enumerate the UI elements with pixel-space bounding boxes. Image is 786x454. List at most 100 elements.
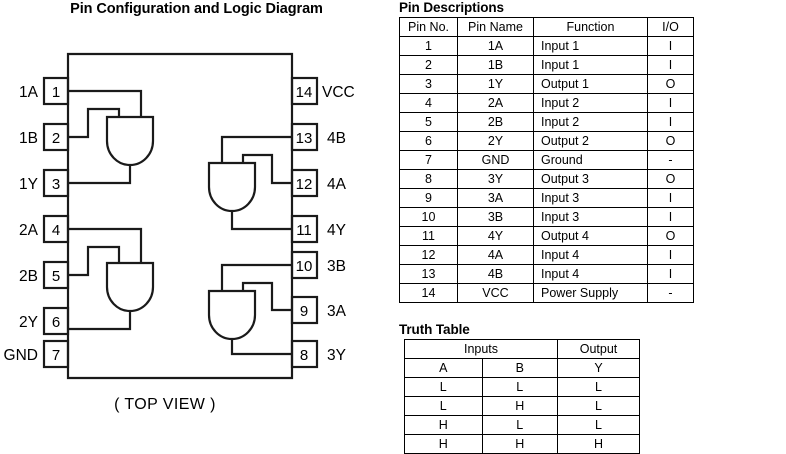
pin-name-2B: 2B: [19, 268, 38, 285]
wire-pin12-to-gate4: [241, 153, 292, 185]
wire-pin1-to-gate1: [68, 89, 143, 117]
cell-pin-name: 1B: [457, 55, 534, 75]
cell-output-y: L: [557, 415, 640, 435]
pin-name-4A: 4A: [327, 176, 347, 193]
truth-table-title: Truth Table: [399, 322, 470, 337]
cell-pin-no: 8: [399, 169, 458, 189]
table-row: 14 VCC Power Supply -: [399, 283, 694, 303]
cell-input-a: H: [404, 434, 483, 454]
cell-pin-name: 4Y: [457, 226, 534, 246]
wire-pin13-to-gate4: [220, 135, 292, 163]
pin-number-3: 3: [52, 176, 60, 193]
group-header-inputs: Inputs: [404, 339, 558, 359]
table-row: 2 1B Input 1 I: [399, 55, 694, 75]
cell-function: Input 1: [533, 36, 648, 56]
wire-pin5-to-gate2: [68, 245, 121, 277]
column-header-pin-no: Pin No.: [399, 17, 458, 37]
table-row: H H H: [404, 434, 640, 454]
pin-name-3A: 3A: [327, 303, 347, 320]
cell-io: I: [647, 36, 694, 56]
cell-input-b: L: [481, 377, 558, 397]
pin-name-4Y: 4Y: [327, 222, 346, 239]
table-row: 10 3B Input 3 I: [399, 207, 694, 227]
and-gate-1-body: [105, 115, 155, 167]
cell-pin-name: 3A: [457, 188, 534, 208]
cell-function: Input 4: [533, 245, 648, 265]
pin-box-6: [42, 306, 70, 336]
cell-output-y: L: [557, 396, 640, 416]
cell-input-b: H: [481, 434, 558, 454]
table-row: 3 1Y Output 1 O: [399, 74, 694, 94]
cell-io: I: [647, 245, 694, 265]
cell-io: I: [647, 93, 694, 113]
cell-io: O: [647, 226, 694, 246]
cell-function: Ground: [533, 150, 648, 170]
pin-number-14: 14: [296, 84, 313, 101]
cell-pin-no: 4: [399, 93, 458, 113]
cell-pin-no: 10: [399, 207, 458, 227]
cell-function: Output 4: [533, 226, 648, 246]
diagram-title: Pin Configuration and Logic Diagram: [70, 1, 323, 17]
cell-pin-name: 4B: [457, 264, 534, 284]
cell-pin-name: 2A: [457, 93, 534, 113]
cell-output-y: L: [557, 377, 640, 397]
wire-gate1-to-pin3: [68, 165, 132, 185]
cell-pin-no: 5: [399, 112, 458, 132]
pin-configuration-panel: Pin Configuration and Logic Diagram: [0, 0, 393, 452]
pin-number-5: 5: [52, 268, 60, 285]
cell-io: O: [647, 131, 694, 151]
pin-name-4B: 4B: [327, 130, 346, 147]
cell-function: Input 2: [533, 112, 648, 132]
cell-io: I: [647, 207, 694, 227]
table-row: 4 2A Input 2 I: [399, 93, 694, 113]
pin-number-6: 6: [52, 314, 60, 331]
table-row: 6 2Y Output 2 O: [399, 131, 694, 151]
pin-number-1: 1: [52, 84, 60, 101]
pin-name-3Y: 3Y: [327, 347, 346, 364]
cell-function: Input 3: [533, 207, 648, 227]
cell-pin-no: 3: [399, 74, 458, 94]
pin-name-3B: 3B: [327, 258, 346, 275]
cell-io: O: [647, 74, 694, 94]
table-row: 8 3Y Output 3 O: [399, 169, 694, 189]
cell-pin-name: 3Y: [457, 169, 534, 189]
cell-input-b: H: [481, 396, 558, 416]
cell-io: I: [647, 55, 694, 75]
cell-pin-no: 2: [399, 55, 458, 75]
pin-descriptions-table: Pin No. Pin Name Function I/O 1 1A Input…: [399, 17, 694, 303]
cell-io: I: [647, 112, 694, 132]
wire-pin4-to-gate2: [68, 227, 143, 263]
cell-function: Input 2: [533, 93, 648, 113]
table-row: 12 4A Input 4 I: [399, 245, 694, 265]
pin-number-10: 10: [296, 258, 313, 275]
pin-name-2A: 2A: [19, 222, 39, 239]
table-row: 7 GND Ground -: [399, 150, 694, 170]
and-gate-2-body: [105, 261, 155, 313]
cell-output-y: H: [557, 434, 640, 454]
group-header-output: Output: [557, 339, 640, 359]
table-row: 11 4Y Output 4 O: [399, 226, 694, 246]
pin-number-2: 2: [52, 130, 60, 147]
pin-box-14: [290, 76, 319, 106]
pin-name-GND: GND: [4, 347, 38, 364]
cell-function: Power Supply: [533, 283, 648, 303]
cell-pin-name: 1A: [457, 36, 534, 56]
and-gate-3-body: [207, 289, 257, 341]
cell-function: Input 3: [533, 188, 648, 208]
cell-pin-no: 14: [399, 283, 458, 303]
cell-function: Output 3: [533, 169, 648, 189]
pin-number-12: 12: [296, 176, 313, 193]
table-row: 1 1A Input 1 I: [399, 36, 694, 56]
column-header-y: Y: [557, 358, 640, 378]
pin-descriptions-title: Pin Descriptions: [399, 0, 504, 15]
wire-pin2-to-gate1: [68, 107, 121, 139]
cell-pin-name: 1Y: [457, 74, 534, 94]
column-header-pin-name: Pin Name: [457, 17, 534, 37]
truth-table-header-row: A B Y: [404, 358, 640, 378]
cell-pin-name: 4A: [457, 245, 534, 265]
cell-function: Output 2: [533, 131, 648, 151]
pin-name-VCC: VCC: [322, 84, 355, 101]
cell-io: -: [647, 150, 694, 170]
cell-io: -: [647, 283, 694, 303]
pin-name-2Y: 2Y: [19, 314, 38, 331]
